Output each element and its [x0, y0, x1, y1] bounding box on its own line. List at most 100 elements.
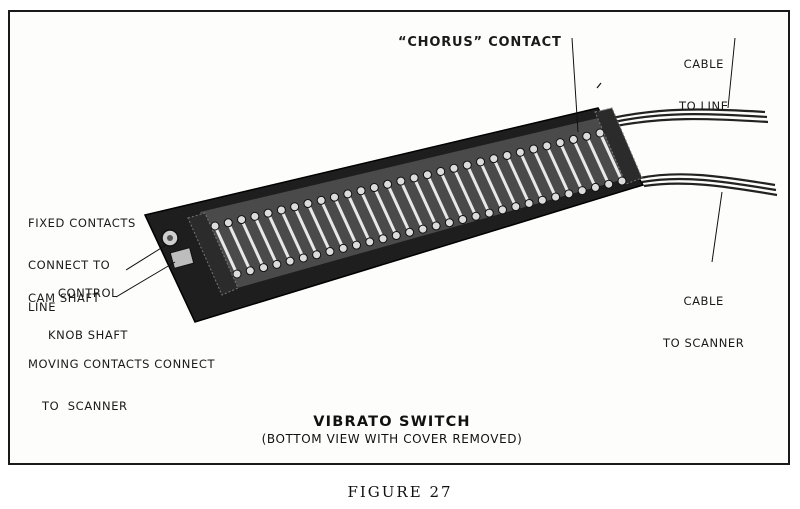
contact-screw	[329, 192, 339, 202]
fixed-contacts-label-line1: FIXED CONTACTS	[28, 216, 136, 230]
contact-spring	[319, 199, 345, 249]
contact-spring	[532, 148, 557, 198]
contact-spring	[226, 222, 252, 272]
figure-caption: FIGURE 27	[347, 483, 453, 501]
contact-screw	[590, 182, 600, 192]
contact-screw	[378, 234, 388, 244]
contact-screw	[316, 195, 326, 205]
contact-spring	[465, 164, 491, 214]
contact-screw	[325, 247, 335, 257]
contact-spring	[240, 218, 265, 269]
cable-to-scanner-label: CABLE TO SCANNER	[663, 266, 744, 364]
contact-screw	[422, 170, 432, 180]
contact-screw	[617, 176, 627, 186]
figure-title: VIBRATO SWITCH	[313, 414, 471, 430]
contact-screw	[595, 128, 605, 138]
contact-screw	[498, 205, 508, 215]
contact-spring	[346, 193, 372, 243]
contact-screw	[210, 221, 220, 231]
contact-screw	[489, 154, 499, 164]
left-terminal-block	[187, 212, 239, 296]
cable-to-line-label-line1: CABLE	[683, 57, 725, 71]
cable-to-line	[611, 108, 769, 128]
cable-to-scanner-label-line2: TO SCANNER	[663, 336, 745, 350]
control-knob-shaft-label-line2: KNOB SHAFT	[48, 328, 128, 342]
cable-to-line-label-line2: TO LINE	[679, 99, 729, 113]
contact-screw	[396, 176, 406, 186]
contact-spring	[505, 154, 531, 205]
contact-spring	[253, 215, 279, 266]
cam-shaft	[169, 247, 195, 269]
contact-screw	[298, 253, 308, 263]
contact-screw	[356, 186, 366, 196]
contact-spring	[333, 196, 358, 246]
contact-screw	[245, 266, 255, 276]
moving-contacts-label-line1: MOVING CONTACTS CONNECT	[28, 357, 216, 371]
figure-subtitle: (BOTTOM VIEW WITH COVER REMOVED)	[261, 432, 523, 446]
contact-screw	[436, 166, 446, 176]
chorus-contact-label: “CHORUS” CONTACT	[398, 35, 562, 50]
contact-screw	[290, 202, 300, 212]
control-knob-shaft-label: CONTROL KNOB SHAFT	[48, 258, 128, 356]
contact-screw	[502, 150, 512, 160]
contact-spring	[399, 180, 425, 230]
contact-screw	[263, 208, 273, 218]
contact-screw	[383, 179, 393, 189]
contact-screw	[564, 189, 574, 199]
contact-spring	[598, 132, 624, 182]
contact-spring	[293, 206, 319, 256]
contact-spring	[492, 158, 518, 208]
contact-spring	[359, 190, 385, 240]
contact-spring	[558, 141, 584, 192]
contact-screw	[312, 250, 322, 260]
cable-to-scanner-label-line1: CABLE	[683, 294, 724, 308]
fixed-contacts-label-line2: CONNECT TO	[28, 258, 111, 272]
contact-screw	[577, 186, 587, 196]
contact-screw	[250, 211, 260, 221]
contact-screw	[365, 237, 375, 247]
contact-spring	[280, 209, 305, 259]
contact-screw	[542, 141, 552, 151]
contact-screw	[343, 189, 353, 199]
contact-spring	[518, 151, 544, 201]
contact-screw	[431, 221, 441, 231]
contact-spring	[585, 135, 611, 185]
contact-screw	[582, 131, 592, 141]
leader-lines	[115, 37, 736, 298]
cable-to-line-label: CABLE TO LINE	[679, 29, 729, 127]
fixed-contacts-label: FIXED CONTACTS CONNECT TO LINE	[28, 188, 136, 328]
contact-screw	[405, 227, 415, 237]
contact-screw	[391, 231, 401, 241]
contact-spring	[572, 138, 597, 189]
contact-spring	[452, 167, 478, 217]
contact-screw	[604, 179, 614, 189]
contact-screw	[524, 198, 534, 208]
contact-screw	[511, 202, 521, 212]
contact-panel	[200, 118, 628, 290]
moving-contacts-label-line2: TO SCANNER	[42, 399, 128, 413]
contact-screw	[449, 163, 459, 173]
contact-springs	[210, 128, 627, 279]
contact-screw	[537, 195, 547, 205]
contact-screw	[551, 192, 561, 202]
contact-spring	[306, 202, 332, 253]
contact-spring	[479, 161, 504, 211]
contact-screw	[471, 211, 481, 221]
cam-shaft-label: CAM SHAFT	[28, 291, 101, 305]
right-terminal-block	[594, 107, 643, 185]
contact-screw	[338, 243, 348, 253]
moving-contacts-label: MOVING CONTACTS CONNECT TO SCANNER	[28, 329, 215, 427]
contact-spring	[213, 225, 239, 275]
contact-screw	[418, 224, 428, 234]
contact-spring	[426, 174, 451, 224]
contact-screw	[444, 218, 454, 228]
contact-screw	[351, 240, 361, 250]
contact-screw	[515, 147, 525, 157]
contact-spring	[412, 177, 438, 227]
contact-screw	[272, 259, 282, 269]
contact-screw	[462, 160, 472, 170]
contact-spring	[439, 170, 465, 221]
contact-screw	[369, 183, 379, 193]
contact-screw	[555, 138, 565, 148]
contact-spring	[386, 183, 411, 233]
